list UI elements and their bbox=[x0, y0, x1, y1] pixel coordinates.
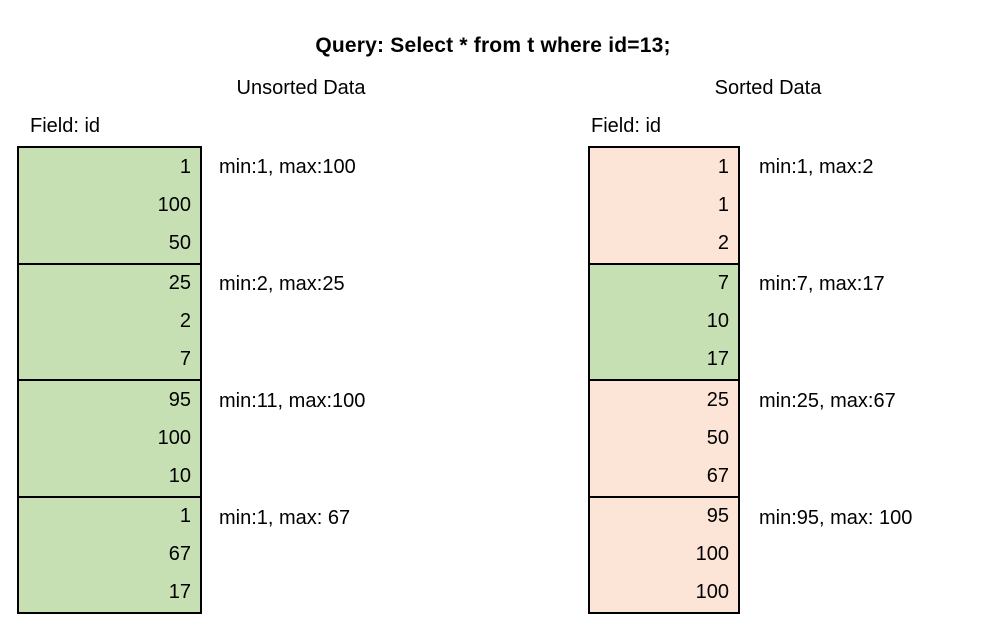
unsorted-data-table: 1 100 50 25 2 7 95 100 10 1 67 17 bbox=[17, 146, 202, 614]
zone-cell-value: 7 bbox=[717, 272, 729, 295]
zone-block: 1 100 50 bbox=[19, 148, 200, 265]
zone-cell-value: 10 bbox=[168, 464, 191, 487]
zone-cell-value: 10 bbox=[706, 310, 729, 333]
zone-map-annotation: min:11, max:100 bbox=[219, 390, 366, 412]
zone-map-annotation: min:7, max:17 bbox=[759, 273, 885, 295]
zone-map-annotation: min:2, max:25 bbox=[219, 273, 345, 295]
zone-cell-value: 2 bbox=[717, 231, 729, 254]
zone-cell-value: 1 bbox=[179, 505, 191, 528]
zone-map-annotation: min:95, max: 100 bbox=[759, 507, 913, 529]
zone-block: 95 100 10 bbox=[19, 381, 200, 498]
zone-cell-value: 50 bbox=[706, 426, 729, 449]
zone-block: 25 2 7 bbox=[19, 264, 200, 381]
field-label-unsorted: Field: id bbox=[30, 115, 101, 137]
zone-cell-value: 100 bbox=[157, 193, 191, 216]
zone-cell-value: 25 bbox=[706, 388, 729, 411]
zone-block: 95 100 100 bbox=[590, 497, 738, 612]
sorted-data-header: Sorted Data bbox=[714, 77, 822, 99]
unsorted-data-header: Unsorted Data bbox=[236, 77, 366, 99]
zone-cell-value: 25 bbox=[168, 272, 191, 295]
zone-cell-value: 1 bbox=[717, 155, 729, 178]
zone-map-annotation: min:1, max: 67 bbox=[219, 507, 351, 529]
zone-cell-value: 100 bbox=[695, 581, 729, 604]
zone-cell-value: 95 bbox=[706, 505, 729, 528]
zone-cell-value: 67 bbox=[168, 543, 191, 566]
field-label-sorted: Field: id bbox=[591, 115, 662, 137]
query-title: Query: Select * from t where id=13; bbox=[315, 34, 671, 57]
zone-map-annotation: min:1, max:2 bbox=[759, 156, 874, 178]
zone-block: 1 1 2 bbox=[590, 148, 738, 265]
sorted-data-table: 1 1 2 7 10 17 25 50 67 95 100 100 bbox=[588, 146, 740, 614]
zone-cell-value: 2 bbox=[179, 310, 191, 333]
zone-cell-value: 50 bbox=[168, 231, 191, 254]
zone-cell-value: 17 bbox=[706, 348, 729, 371]
zone-cell-value: 1 bbox=[179, 155, 191, 178]
zone-block: 1 67 17 bbox=[19, 497, 200, 612]
zone-block: 25 50 67 bbox=[590, 381, 738, 498]
zone-map-annotation: min:25, max:67 bbox=[759, 390, 896, 412]
zone-cell-value: 7 bbox=[179, 348, 191, 371]
zone-map-annotation: min:1, max:100 bbox=[219, 156, 356, 178]
zone-cell-value: 1 bbox=[717, 193, 729, 216]
zone-cell-value: 100 bbox=[695, 543, 729, 566]
zone-block: 7 10 17 bbox=[590, 264, 738, 381]
zone-cell-value: 100 bbox=[157, 426, 191, 449]
zone-cell-value: 67 bbox=[706, 464, 729, 487]
zone-cell-value: 95 bbox=[168, 388, 191, 411]
zone-cell-value: 17 bbox=[168, 581, 191, 604]
